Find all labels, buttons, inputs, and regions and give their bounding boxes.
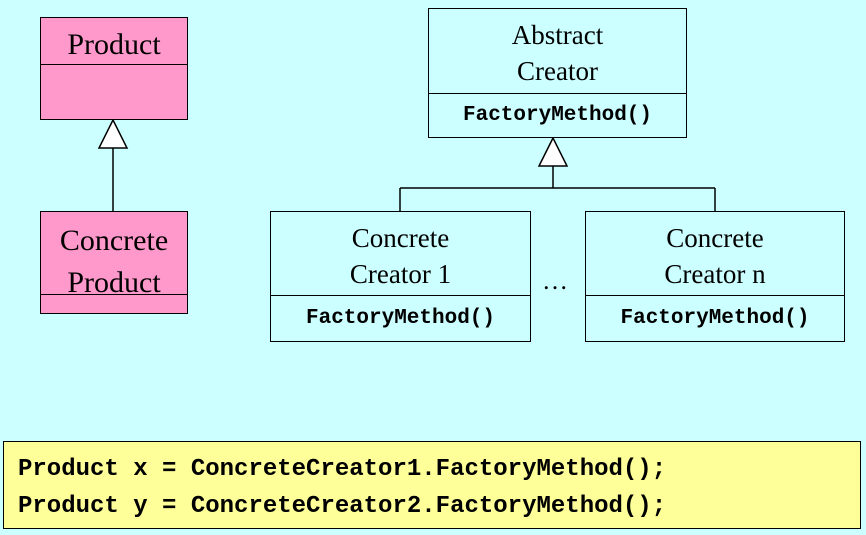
concrete-creator1-class: Concrete Creator 1 FactoryMethod() bbox=[270, 211, 531, 342]
concrete-product-name-line1: Concrete bbox=[59, 224, 169, 257]
product-inheritance-arrow bbox=[97, 118, 129, 149]
creator-inheritance-arrow bbox=[537, 136, 569, 167]
abstract-creator-class: Abstract Creator FactoryMethod() bbox=[428, 8, 687, 138]
creators-ellipsis: … bbox=[542, 266, 568, 295]
code-line-1: Product x = ConcreteCreator1.FactoryMeth… bbox=[18, 456, 667, 483]
concrete-product-name: Concrete Product bbox=[41, 220, 187, 304]
concrete-creator1-name-line2: Creator 1 bbox=[349, 259, 452, 289]
concrete-creatorn-name-line1: Concrete bbox=[666, 223, 764, 253]
concrete-product-class: Concrete Product bbox=[40, 211, 188, 314]
product-class-name: Product bbox=[41, 18, 187, 65]
concrete-creatorn-method: FactoryMethod() bbox=[620, 307, 810, 330]
concrete-creator1-name: Concrete Creator 1 bbox=[271, 212, 530, 296]
concrete-creator1-method: FactoryMethod() bbox=[305, 307, 496, 330]
code-line-2: Product y = ConcreteCreator2.FactoryMeth… bbox=[18, 493, 667, 520]
concrete-creatorn-class: Concrete Creator n FactoryMethod() bbox=[585, 211, 845, 342]
abstract-creator-name-line1: Abstract bbox=[511, 20, 604, 50]
concrete-product-name-line2: Product bbox=[67, 266, 161, 299]
abstract-creator-name: Abstract Creator bbox=[429, 9, 686, 94]
product-class: Product bbox=[40, 17, 188, 120]
abstract-creator-name-line2: Creator bbox=[517, 56, 598, 86]
concrete-creatorn-name: Concrete Creator n bbox=[586, 212, 844, 296]
concrete-product-divider bbox=[41, 294, 187, 295]
concrete-creator1-name-line1: Concrete bbox=[351, 223, 450, 253]
concrete-creatorn-name-line2: Creator n bbox=[664, 259, 766, 289]
abstract-creator-method: FactoryMethod() bbox=[462, 104, 653, 127]
code-snippet: Product x = ConcreteCreator1.FactoryMeth… bbox=[3, 441, 861, 529]
